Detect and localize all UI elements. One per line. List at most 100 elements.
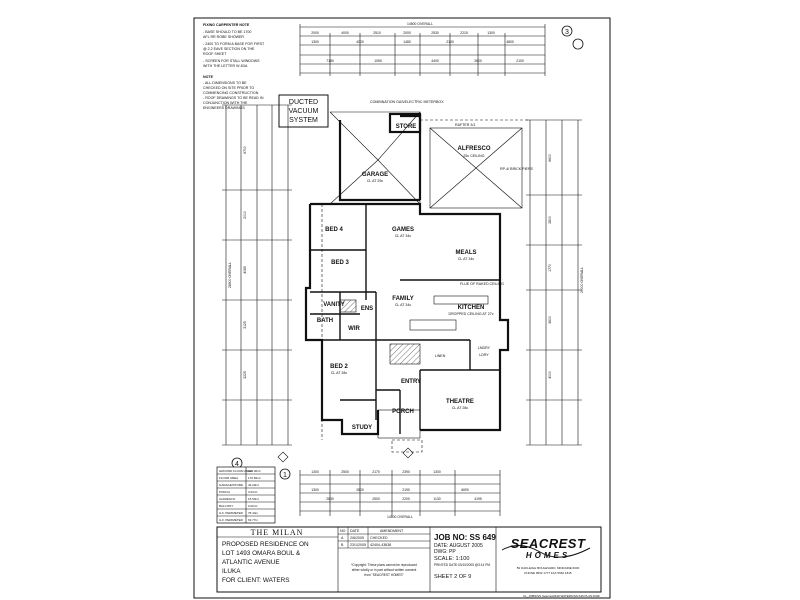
brand-name: SEACREST: [511, 536, 586, 551]
fixing-note-line: - BASE SHOULD TO BE 1700: [203, 30, 251, 34]
rev-cell: CHECKED: [370, 536, 388, 540]
room-meals: MEALS: [456, 250, 477, 256]
dim-label: 4400: [431, 59, 439, 63]
family-ceiling: CL AT 34c: [395, 303, 412, 307]
area-value: 75.44m: [248, 511, 259, 515]
fixing-note-line: - 2400 TO FORM A BASE FOR FIRST: [203, 42, 265, 46]
dim-label: 1300: [433, 470, 441, 474]
fixing-carpenter-note: FIXING CARPENTER NOTE - BASE SHOULD TO B…: [203, 23, 265, 68]
ducted-line-2: VACUUM: [289, 108, 319, 115]
left-dimensions: 6700 2010 4085 3125 3225 28900 OVERALL: [222, 104, 292, 446]
title-block: THE MILAN PROPOSED RESIDENCE ON LOT 1493…: [216, 526, 602, 598]
rev-cell: 2/8/2005: [350, 536, 364, 540]
fixing-note-line: AFL RR ROBE SHOWER: [203, 35, 244, 39]
rev-header: DATE: [350, 529, 360, 533]
dim-label: 2170: [372, 470, 380, 474]
dim-label: 2500: [372, 497, 380, 501]
dim-label: 7180: [326, 59, 334, 63]
dim-label: 28900 OVERALL: [228, 262, 232, 288]
dim-label: 2600: [474, 59, 482, 63]
dim-label: 2800: [548, 216, 552, 224]
ducted-vacuum-box: DUCTED VACUUM SYSTEM: [278, 94, 329, 128]
bottom-overall-dimension: 14500 OVERALL: [387, 515, 413, 519]
job-dwg: DWG: PP: [434, 549, 456, 555]
fixing-note-line: ROOF SHEET: [203, 52, 227, 56]
ducted-line-3: SYSTEM: [289, 117, 318, 124]
kitchen-ceiling: DROPPED CEILING AT 27c: [448, 312, 493, 316]
dim-label: 4000: [341, 31, 349, 35]
section-marker-4: 4: [231, 457, 243, 469]
note-line: - ROOF DRAWINGS TO BE READ IN: [203, 96, 264, 100]
rev-cell: 42404-43638: [370, 543, 391, 547]
dim-label: 2830: [326, 497, 334, 501]
area-label: G.F. PERIMETER: [219, 518, 244, 522]
dim-label: 2100: [516, 59, 524, 63]
general-note: NOTE - ALL DIMENSIONS TO BE CHECKED ON S…: [203, 75, 264, 110]
dim-label: 3600: [548, 316, 552, 324]
room-linen: LINEN: [435, 354, 446, 358]
room-bed-4: BED 4: [325, 227, 343, 233]
meals-ceiling: CL AT 34c: [458, 257, 475, 261]
dim-label: 4000: [356, 40, 364, 44]
top-dimensions: 14500 OVERALL 2000 4000 2510 2000 2530 2…: [299, 22, 546, 76]
room-family: FAMILY: [392, 296, 413, 302]
copyright-line: from "SEACREST HOMES": [364, 573, 403, 577]
ducted-line-1: DUCTED: [289, 99, 318, 106]
dim-label: 1050: [374, 59, 382, 63]
area-value: 3.03m²: [248, 490, 257, 494]
room-alfresco: ALFRESCO: [458, 146, 491, 152]
area-label: PORCH: [219, 490, 230, 494]
dim-label: 2000: [403, 31, 411, 35]
dim-label: 2100: [446, 40, 454, 44]
room-games: GAMES: [392, 227, 414, 233]
dim-label: 1480: [403, 40, 411, 44]
room-garage: GARAGE: [362, 172, 388, 178]
marker-label: 3: [565, 29, 569, 36]
meterbox-note: COMBINATION GAS/ELECTRIC METERBOX: [370, 100, 444, 104]
file-path: CL_JOBS\SS Seacrest\649 WATERS\SS 649 PL…: [523, 594, 600, 598]
note-line: - ALL DIMENSIONS TO BE: [203, 81, 247, 85]
rev-cell: B: [341, 543, 344, 547]
dim-label: 6700: [243, 146, 247, 154]
brick-pier-note: RP-4/ BRICK PIERS: [500, 167, 534, 171]
fixing-note-heading: FIXING CARPENTER NOTE: [203, 23, 250, 27]
floor-plan: STORE GARAGE CL AT 29c ALFRESCO 25c CEIL…: [277, 100, 534, 463]
description-line: FOR CLIENT: WATERS: [222, 577, 289, 584]
dim-label: 2390: [402, 470, 410, 474]
bottom-dimensions: 1300 2500 2170 2390 1300 1300 2800 2190 …: [299, 470, 501, 519]
games-ceiling: CL AT 34c: [395, 234, 412, 238]
dim-label: 4800: [506, 40, 514, 44]
room-vanity: VANITY: [323, 302, 345, 308]
dim-label: 1770: [548, 264, 552, 272]
area-label: GARAGE/STORE: [219, 483, 243, 487]
dim-label: 2200: [402, 497, 410, 501]
right-dimensions: 6600 2800 1770 3600 4000 20000 OVERALL: [526, 119, 584, 446]
area-label: BALCONY: [219, 504, 233, 508]
dim-label: 3125: [243, 321, 247, 329]
room-porch: PORCH: [392, 409, 414, 415]
design-name: THE MILAN: [251, 528, 304, 537]
section-marker-3: 3: [561, 25, 584, 50]
areas-table: GROUND FLOOR AREA 226.40m² FLOOR AREA 17…: [216, 466, 276, 524]
job-scale: SCALE: 1:100: [434, 556, 469, 562]
garage-ceiling: CL AT 29c: [367, 179, 384, 183]
dim-label: 1300: [311, 488, 319, 492]
dim-label: 4195: [474, 497, 482, 501]
room-ldry: LDRY: [479, 353, 489, 357]
room-kitchen: KITCHEN: [458, 305, 485, 311]
rev-header: AMENDMENT: [380, 529, 404, 533]
dim-label: 2510: [373, 31, 381, 35]
rev-header: NO: [340, 529, 346, 533]
area-label: FLOOR AREA: [219, 476, 238, 480]
dim-label: 2800: [356, 488, 364, 492]
dim-label: 2500: [341, 470, 349, 474]
section-marker-1: 1: [279, 468, 291, 480]
dim-label: 1300: [487, 31, 495, 35]
seacrest-logo: SEACREST HOMES: [501, 536, 591, 560]
copyright-line: either wholly or in part without written…: [352, 568, 417, 572]
room-bed-2: BED 2: [330, 364, 348, 370]
fixing-note-line: - SCREEN FOR STALL WINDOWS: [203, 59, 260, 63]
dim-label: 3225: [243, 371, 247, 379]
area-value: 226.40m²: [248, 469, 261, 473]
dim-label: 2010: [243, 211, 247, 219]
